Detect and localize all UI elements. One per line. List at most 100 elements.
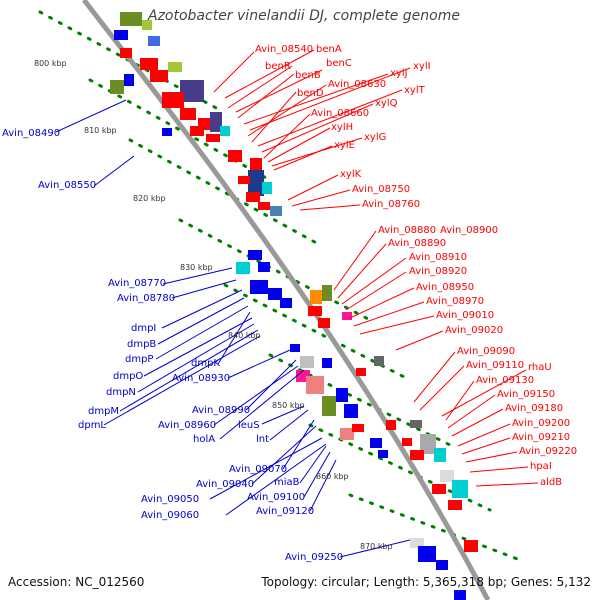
- gene-label[interactable]: rhaU: [528, 362, 552, 373]
- gene-label[interactable]: dmpO: [113, 371, 143, 382]
- gene-label[interactable]: leuS: [238, 420, 260, 431]
- gene-label[interactable]: Avin_09100: [247, 492, 305, 503]
- gene-label[interactable]: aldB: [540, 477, 562, 488]
- leader-line: [261, 103, 374, 153]
- gene-label[interactable]: xylI: [413, 61, 431, 72]
- leader-line: [119, 329, 259, 412]
- leader-line: [143, 317, 253, 377]
- gene-feature: [114, 30, 128, 40]
- gene-label[interactable]: Avin_08970: [426, 296, 484, 307]
- gene-label[interactable]: Avin_08930: [172, 373, 230, 384]
- gene-label[interactable]: miaB: [274, 477, 300, 488]
- gene-label[interactable]: Avin_09090: [457, 346, 515, 357]
- gene-label[interactable]: Avin_09110: [466, 360, 524, 371]
- gene-label[interactable]: Avin_08990: [192, 405, 250, 416]
- gene-feature: [370, 438, 382, 448]
- gene-label[interactable]: Avin_09050: [141, 494, 199, 505]
- leader-line: [309, 459, 337, 512]
- gene-label[interactable]: benB: [295, 70, 321, 81]
- gene-label[interactable]: Avin_08910: [409, 252, 467, 263]
- gene-label[interactable]: Avin_08540: [255, 44, 313, 55]
- gene-label[interactable]: benD: [297, 88, 324, 99]
- gene-feature: [464, 540, 478, 552]
- gene-label[interactable]: benA: [316, 44, 342, 55]
- gene-label[interactable]: Avin_09120: [256, 506, 314, 517]
- gene-label[interactable]: Avin_09070: [229, 464, 287, 475]
- gene-label[interactable]: Avin_09130: [476, 375, 534, 386]
- gene-label[interactable]: Avin_09150: [497, 389, 555, 400]
- gene-label[interactable]: hpaI: [530, 461, 552, 472]
- gene-feature: [342, 312, 352, 320]
- gene-label[interactable]: xylG: [364, 132, 386, 143]
- gene-feature: [236, 262, 250, 274]
- gene-label[interactable]: Avin_09020: [445, 325, 503, 336]
- gene-label[interactable]: dmpI: [131, 323, 156, 334]
- leader-line: [299, 204, 361, 211]
- gene-label[interactable]: Avin_09060: [141, 510, 199, 521]
- gene-label[interactable]: dmpN: [106, 387, 136, 398]
- gene-label[interactable]: xylQ: [375, 98, 398, 109]
- gene-label[interactable]: Avin_08630: [328, 79, 386, 90]
- gene-label[interactable]: Avin_09180: [505, 403, 563, 414]
- leader-line: [451, 408, 504, 437]
- gene-label[interactable]: Avin_08880: [378, 225, 436, 236]
- gene-label[interactable]: xylK: [340, 169, 362, 180]
- gene-feature: [432, 484, 446, 494]
- gene-label[interactable]: Avin_08750: [352, 184, 410, 195]
- gene-feature: [228, 150, 242, 162]
- gene-label[interactable]: Avin_09210: [512, 432, 570, 443]
- gene-label[interactable]: Avin_09040: [196, 479, 254, 490]
- gene-label[interactable]: dmpM: [88, 406, 119, 417]
- gene-label[interactable]: dmpK: [191, 358, 220, 369]
- gene-label[interactable]: Avin_08490: [2, 128, 60, 139]
- gene-feature: [454, 590, 466, 600]
- gene-label[interactable]: dmpP: [125, 354, 153, 365]
- gene-label[interactable]: Avin_08770: [108, 278, 166, 289]
- gene-feature: [220, 126, 230, 136]
- gene-label[interactable]: benC: [326, 58, 352, 69]
- gene-label[interactable]: benR: [265, 61, 291, 72]
- gene-feature: [180, 108, 196, 120]
- gene-label[interactable]: Avin_08950: [416, 282, 474, 293]
- gene-label[interactable]: lnt: [256, 434, 269, 445]
- gene-label[interactable]: Avin_08760: [362, 199, 420, 210]
- leader-line: [162, 267, 233, 285]
- tick-line: [128, 138, 322, 247]
- leader-line: [291, 189, 351, 207]
- gene-label[interactable]: Avin_08920: [409, 266, 467, 277]
- gene-label[interactable]: Avin_08890: [388, 238, 446, 249]
- gene-features: [110, 12, 478, 600]
- gene-label[interactable]: Avin_09010: [436, 310, 494, 321]
- gene-feature: [452, 480, 468, 498]
- gene-feature: [440, 470, 454, 482]
- gene-label[interactable]: Avin_08780: [117, 293, 175, 304]
- gene-label[interactable]: Avin_09220: [519, 446, 577, 457]
- gene-feature: [352, 424, 364, 432]
- leader-line: [469, 466, 529, 473]
- leader-line: [227, 349, 291, 379]
- gene-feature: [268, 288, 282, 300]
- gene-label[interactable]: Avin_08550: [38, 180, 96, 191]
- gene-label[interactable]: xylT: [404, 85, 426, 96]
- gene-label[interactable]: holA: [193, 434, 215, 445]
- leader-line: [475, 482, 539, 487]
- gene-label[interactable]: Avin_09200: [512, 418, 570, 429]
- leader-line: [137, 323, 255, 393]
- leader-line: [341, 257, 407, 305]
- gene-feature: [190, 126, 204, 136]
- gene-label[interactable]: Avin_09250: [285, 552, 343, 563]
- gene-label[interactable]: xylH: [331, 122, 353, 133]
- gene-label[interactable]: dpmL: [78, 420, 106, 431]
- gene-label[interactable]: Avin_08660: [311, 108, 369, 119]
- gene-label[interactable]: xylJ: [390, 68, 408, 79]
- gene-label[interactable]: dmpB: [127, 339, 156, 350]
- leader-line: [465, 451, 518, 463]
- leader-line: [249, 67, 411, 131]
- gene-label[interactable]: xylE: [334, 140, 355, 151]
- leader-line: [235, 69, 323, 113]
- tick-label: 840 kbp: [228, 331, 261, 340]
- gene-label[interactable]: Avin_08900: [440, 225, 498, 236]
- gene-label[interactable]: Avin_08960: [158, 420, 216, 431]
- leader-line: [227, 65, 293, 109]
